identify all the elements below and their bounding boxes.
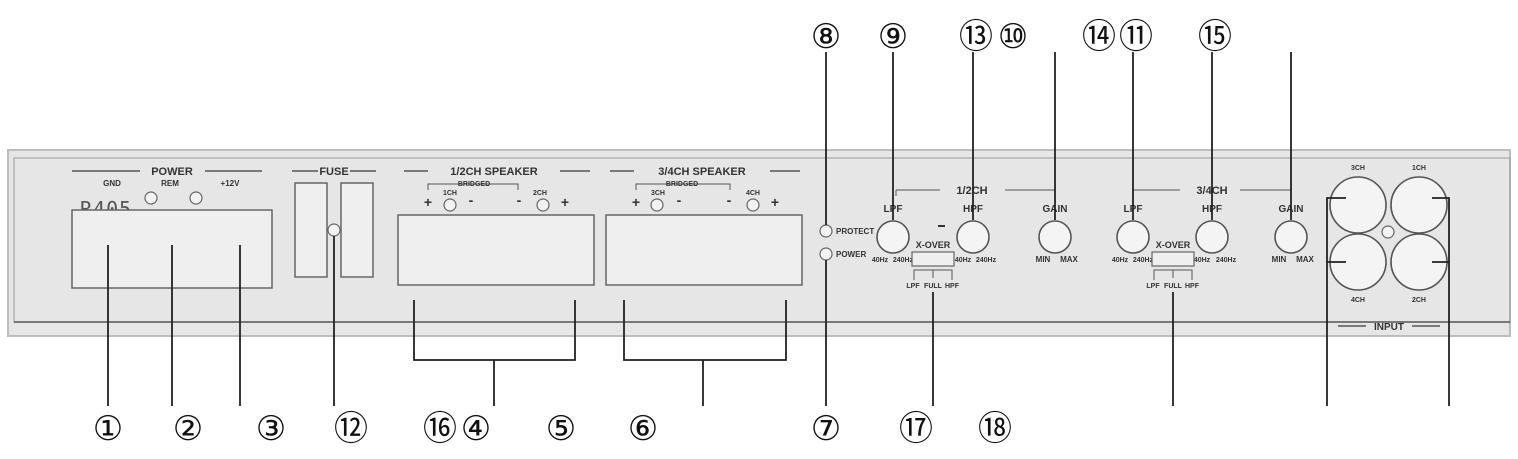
- leader-lines: [107, 52, 1450, 406]
- protect-label: PROTECT: [836, 227, 874, 236]
- speaker-12-bridged: BRIDGED: [458, 181, 490, 188]
- input-ch1-label: 1CH: [1412, 165, 1426, 172]
- ch34-gain-knob[interactable]: [1274, 220, 1308, 254]
- input-title: INPUT: [1374, 322, 1404, 333]
- callout-5: ⑤: [546, 409, 576, 449]
- ch34-sw-lpf: LPF: [1146, 283, 1160, 290]
- speaker-34-bridged: BRIDGED: [666, 181, 698, 188]
- speaker-12-section: 1/2CH SPEAKER BRIDGED 1CH 2CH + - - +: [397, 166, 595, 286]
- callout-13: ⑬: [959, 17, 993, 57]
- ch34-sw-hpf: HPF: [1185, 283, 1200, 290]
- speaker-12-led-2: [536, 198, 550, 212]
- fuse-slot-right[interactable]: [340, 182, 374, 278]
- speaker-12-plus-right: +: [561, 194, 569, 210]
- callout-16: ⑯: [423, 409, 457, 449]
- callout-4: ④: [461, 409, 491, 449]
- input-ch3-label: 3CH: [1351, 165, 1365, 172]
- ch12-gain-knob[interactable]: [1038, 220, 1072, 254]
- ch12-xover-switch[interactable]: [911, 251, 955, 267]
- speaker-12-terminal-block[interactable]: [397, 214, 595, 286]
- ch34-hpf-max: 240Hz: [1216, 257, 1237, 264]
- speaker-34-minus-right: -: [727, 192, 732, 208]
- callout-2: ②: [173, 409, 203, 449]
- callout-11: ⑪: [1119, 17, 1153, 57]
- callout-15: ⑮: [1198, 17, 1232, 57]
- ch12-sw-hpf: HPF: [945, 283, 960, 290]
- fuse-title: FUSE: [319, 166, 348, 178]
- speaker-34-ch4: 4CH: [746, 190, 760, 197]
- rca-input-1ch[interactable]: [1390, 176, 1448, 234]
- fuse-section: FUSE: [292, 166, 376, 278]
- ch12-lpf-max: 240Hz: [893, 257, 914, 264]
- ch34-gain-max: MAX: [1296, 255, 1314, 264]
- speaker-34-led-3: [650, 198, 664, 212]
- callouts-top: ⑧ ⑨ ⑬ ⑩ ⑭ ⑪ ⑮: [811, 17, 1232, 57]
- ch34-gain-min: MIN: [1272, 255, 1287, 264]
- rem-led: [144, 191, 158, 205]
- callout-3: ③: [256, 409, 286, 449]
- callout-12: ⑫: [334, 409, 368, 449]
- speaker-34-section: 3/4CH SPEAKER BRIDGED 3CH 4CH + - - +: [605, 166, 803, 286]
- power-title: POWER: [151, 166, 193, 178]
- ch12-lpf-knob[interactable]: [876, 220, 910, 254]
- ch12-gain-max: MAX: [1060, 255, 1078, 264]
- ch34-lpf-min: 40Hz: [1112, 257, 1129, 264]
- callout-6: ⑥: [628, 409, 658, 449]
- v12-label: +12V: [221, 179, 241, 188]
- ch34-hpf-min: 40Hz: [1194, 257, 1211, 264]
- rca-input-3ch[interactable]: [1329, 176, 1387, 234]
- speaker-34-plus-right: +: [771, 194, 779, 210]
- ch12-sw-lpf: LPF: [906, 283, 920, 290]
- ch12-xover-label: X-OVER: [916, 240, 951, 250]
- callout-7: ⑦: [811, 409, 841, 449]
- ch12-hpf-max: 240Hz: [976, 257, 997, 264]
- speaker-12-ch2: 2CH: [533, 190, 547, 197]
- v12-led: [189, 191, 203, 205]
- fuse-led: [327, 223, 341, 237]
- callout-14: ⑭: [1082, 17, 1116, 57]
- speaker-34-led-4: [746, 198, 760, 212]
- power-led: [819, 247, 833, 261]
- speaker-34-ch3: 3CH: [651, 190, 665, 197]
- speaker-12-minus-left: -: [469, 192, 474, 208]
- ch12-gain-min: MIN: [1036, 255, 1051, 264]
- speaker-34-minus-left: -: [677, 192, 682, 208]
- ch12-hpf-knob[interactable]: [956, 220, 990, 254]
- speaker-34-plus-left: +: [632, 194, 640, 210]
- callout-1: ①: [93, 409, 123, 449]
- ch12-hpf-min: 40Hz: [955, 257, 972, 264]
- input-ch2-label: 2CH: [1412, 297, 1426, 304]
- ch34-hpf-knob[interactable]: [1195, 220, 1229, 254]
- protect-led: [819, 224, 833, 238]
- ch34-lpf-knob[interactable]: [1116, 220, 1150, 254]
- speaker-12-title: 1/2CH SPEAKER: [450, 166, 537, 178]
- ch34-xover-label: X-OVER: [1156, 240, 1191, 250]
- callout-8: ⑧: [811, 17, 841, 57]
- input-ch4-label: 4CH: [1351, 297, 1365, 304]
- gnd-label: GND: [103, 179, 121, 188]
- speaker-12-led-1: [443, 198, 457, 212]
- fuse-slot-left[interactable]: [294, 182, 328, 278]
- ch34-lpf-max: 240Hz: [1133, 257, 1154, 264]
- speaker-12-ch1: 1CH: [443, 190, 457, 197]
- speaker-12-plus-left: +: [424, 194, 432, 210]
- ch34-xover-switch[interactable]: [1151, 251, 1195, 267]
- callout-10: ⑩: [998, 17, 1028, 57]
- speaker-34-terminal-block[interactable]: [605, 214, 803, 286]
- ch12-lpf-min: 40Hz: [872, 257, 889, 264]
- callout-9: ⑨: [878, 17, 908, 57]
- ch12-title: 1/2CH: [956, 185, 987, 197]
- ch12-sw-full: FULL: [924, 283, 943, 290]
- speaker-12-minus-right: -: [517, 192, 522, 208]
- ch34-sw-full: FULL: [1164, 283, 1183, 290]
- input-section: 3CH 1CH 4CH 2CH INPUT: [1329, 165, 1448, 333]
- rca-center-led: [1381, 225, 1395, 239]
- rem-label: REM: [161, 179, 179, 188]
- callout-18: ⑱: [978, 409, 1012, 449]
- speaker-34-title: 3/4CH SPEAKER: [658, 166, 745, 178]
- power-led-label: POWER: [836, 250, 866, 259]
- callouts-bottom: ① ② ③ ⑫ ⑯ ④ ⑤ ⑥ ⑦ ⑰ ⑱: [93, 409, 1012, 449]
- callout-17: ⑰: [899, 409, 933, 449]
